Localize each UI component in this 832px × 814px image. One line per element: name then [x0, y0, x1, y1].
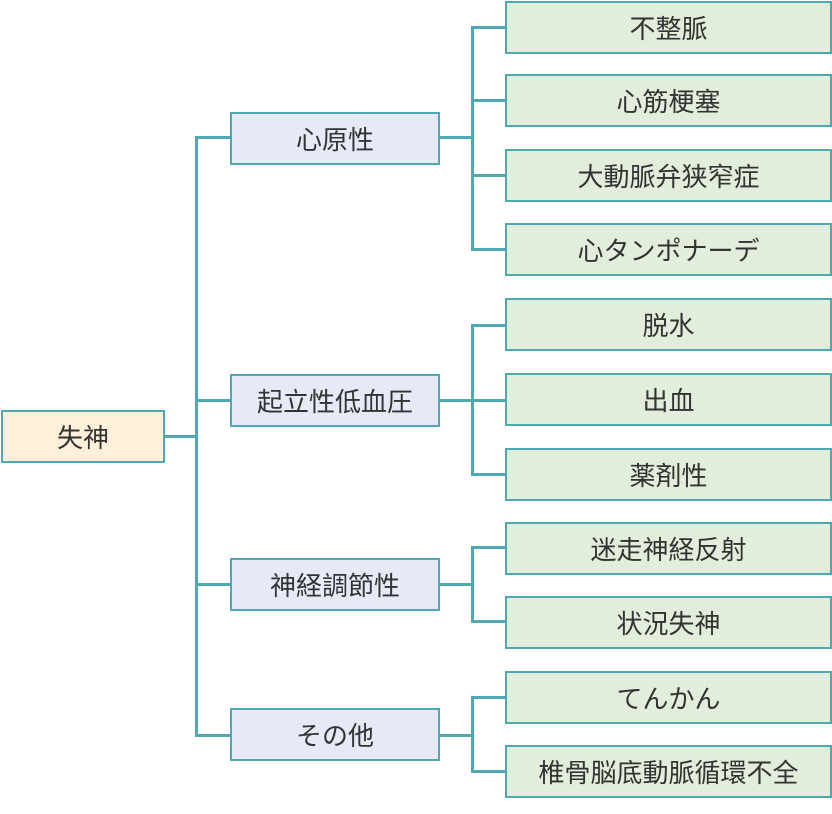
category-node-orthostatic-hypotension: 起立性低血圧	[230, 374, 440, 427]
cause-node-situational-syncope: 状況失神	[505, 596, 832, 649]
cause-connector	[471, 324, 506, 327]
category-connector	[195, 136, 231, 139]
cause-connector	[471, 99, 506, 102]
cause-connector	[471, 770, 506, 773]
category-label: 心原性	[295, 126, 374, 156]
cause-node-vertebrobasilar-insufficiency: 椎骨脳底動脈循環不全	[505, 745, 832, 798]
cause-node-aortic-stenosis: 大動脈弁狭窄症	[505, 149, 832, 202]
sub-trunk-line	[471, 26, 474, 250]
cause-connector	[471, 620, 506, 623]
category-connector	[195, 399, 231, 402]
cause-label: 心タンポナーデ	[577, 237, 760, 267]
category-connector	[195, 734, 231, 737]
root-connector	[165, 435, 196, 438]
cause-connector	[471, 174, 506, 177]
category-label: 起立性低血圧	[256, 388, 413, 418]
cause-connector	[471, 473, 506, 476]
cause-connector	[471, 696, 506, 699]
category-out-connector	[440, 136, 473, 139]
cause-label: 不整脈	[629, 15, 708, 45]
cause-node-vasovagal-reflex: 迷走神経反射	[505, 522, 832, 575]
cause-node-epilepsy: てんかん	[505, 671, 832, 724]
category-out-connector	[440, 734, 473, 737]
sub-trunk-line	[471, 696, 474, 773]
category-out-connector	[440, 399, 473, 402]
cause-node-dehydration: 脱水	[505, 298, 832, 351]
category-node-cardiogenic: 心原性	[230, 112, 440, 165]
category-label: その他	[295, 722, 374, 752]
cause-node-cardiac-tamponade: 心タンポナーデ	[505, 223, 832, 276]
cause-label: 迷走神経反射	[590, 536, 747, 566]
cause-node-myocardial-infarction: 心筋梗塞	[505, 74, 832, 127]
cause-label: 心筋梗塞	[616, 88, 721, 118]
sub-trunk-line	[471, 546, 474, 623]
cause-label: 椎骨脳底動脈循環不全	[538, 759, 799, 789]
category-label: 神経調節性	[269, 572, 400, 602]
category-node-neurally-mediated: 神経調節性	[230, 558, 440, 611]
category-connector	[195, 583, 231, 586]
category-node-other: その他	[230, 708, 440, 761]
cause-connector	[471, 399, 506, 402]
cause-label: てんかん	[616, 685, 721, 715]
cause-connector	[471, 546, 506, 549]
cause-node-arrhythmia: 不整脈	[505, 1, 832, 54]
root-node-syncope: 失神	[1, 410, 165, 463]
cause-node-hemorrhage: 出血	[505, 373, 832, 426]
cause-connector	[471, 248, 506, 251]
main-trunk-line	[195, 136, 198, 737]
cause-label: 薬剤性	[629, 462, 708, 492]
cause-label: 出血	[642, 387, 695, 417]
cause-node-drug-induced: 薬剤性	[505, 448, 832, 501]
cause-connector	[471, 26, 506, 29]
cause-label: 脱水	[642, 312, 695, 342]
root-node-label: 失神	[56, 424, 109, 454]
cause-label: 大動脈弁狭窄症	[577, 163, 760, 193]
category-out-connector	[440, 583, 473, 586]
cause-label: 状況失神	[616, 610, 721, 640]
